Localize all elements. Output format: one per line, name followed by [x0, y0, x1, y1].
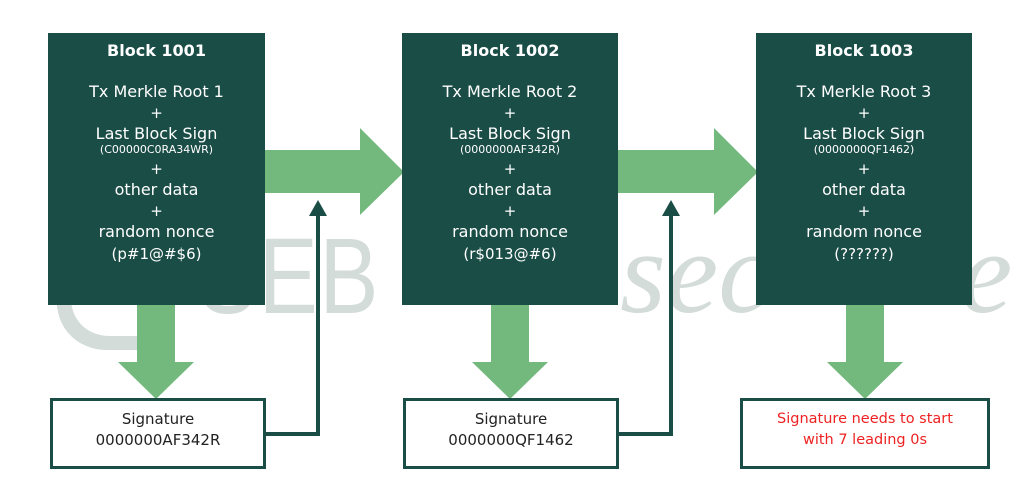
merkle-root: Tx Merkle Root 1: [89, 82, 224, 101]
block-1003: Block 1003 Tx Merkle Root 3 + Last Block…: [756, 33, 972, 305]
nonce-label: random nonce: [806, 222, 922, 241]
signature-box-1: Signature 0000000AF342R: [50, 398, 266, 469]
last-block-sign-value: (C00000C0RA34WR): [99, 143, 214, 156]
block-title: Block 1002: [460, 41, 560, 60]
signature-value: 0000000AF342R: [95, 431, 221, 449]
block-link-arrow-1: [265, 128, 404, 215]
signature-feedback-arrowhead-2: [662, 200, 680, 216]
plus-sign: +: [503, 104, 517, 122]
block-link-arrow-2: [618, 128, 758, 215]
nonce-value: (r$013@#6): [463, 245, 557, 263]
block-1001: Block 1001 Tx Merkle Root 1 + Last Block…: [48, 33, 265, 305]
last-block-sign-value: (0000000AF342R): [459, 143, 561, 156]
signature-label: Signature: [121, 410, 195, 428]
plus-sign: +: [150, 104, 163, 122]
signature-feedback-line-1: [265, 214, 320, 436]
merkle-root: Tx Merkle Root 2: [442, 82, 578, 101]
nonce-value: (p#1@#$6): [111, 245, 202, 263]
block-title: Block 1001: [107, 41, 206, 60]
signature-box-2: Signature 0000000QF1462: [403, 398, 619, 469]
plus-sign: +: [503, 160, 517, 178]
other-data: other data: [822, 180, 906, 199]
signature-feedback-line-2: [618, 214, 673, 436]
last-block-sign-value: (0000000QF1462): [813, 143, 915, 156]
other-data: other data: [114, 180, 199, 199]
hash-arrow-3: [827, 305, 903, 399]
signature-value: 0000000QF1462: [448, 431, 574, 449]
nonce-label: random nonce: [452, 222, 568, 241]
last-block-sign-label: Last Block Sign: [803, 124, 925, 143]
signature-requirement-box: Signature needs to start with 7 leading …: [740, 398, 990, 469]
signature-label: Signature: [474, 410, 548, 428]
nonce-label: random nonce: [98, 222, 215, 241]
block-1002: Block 1002 Tx Merkle Root 2 + Last Block…: [402, 33, 618, 305]
last-block-sign-label: Last Block Sign: [449, 124, 571, 143]
plus-sign: +: [150, 160, 163, 178]
signature-feedback-arrowhead-1: [309, 200, 327, 216]
hash-arrow-2: [472, 305, 548, 399]
last-block-sign-label: Last Block Sign: [95, 124, 218, 143]
plus-sign: +: [857, 160, 871, 178]
plus-sign: +: [503, 202, 517, 220]
requirement-line-2: with 7 leading 0s: [802, 432, 928, 448]
plus-sign: +: [150, 202, 163, 220]
requirement-line-1: Signature needs to start: [777, 411, 953, 427]
other-data: other data: [468, 180, 552, 199]
hash-arrow-1: [118, 305, 194, 399]
nonce-value: (??????): [834, 245, 894, 263]
plus-sign: +: [857, 202, 871, 220]
block-title: Block 1003: [814, 41, 914, 60]
plus-sign: +: [857, 104, 871, 122]
merkle-root: Tx Merkle Root 3: [796, 82, 932, 101]
